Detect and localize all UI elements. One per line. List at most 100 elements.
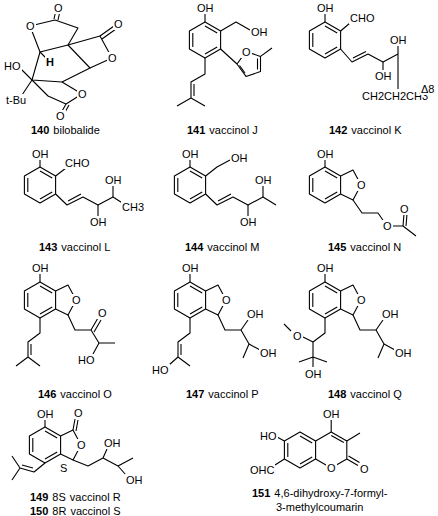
atom-label: OH <box>125 474 144 486</box>
compound-caption: 141 vaccinol J <box>187 124 258 137</box>
atom-label: OH <box>246 308 265 320</box>
compound-number: 151 <box>252 487 270 499</box>
compound-number: 144 <box>185 241 203 253</box>
atom-label: OH <box>316 2 335 14</box>
atom-label: OH <box>316 262 335 274</box>
compound-name: vaccinol O <box>60 388 111 400</box>
atom-label: OH <box>103 437 122 449</box>
compound-caption: 151 4,6-dihydroxy-7-formyl- <box>252 487 387 500</box>
atom-label: OH <box>181 262 200 274</box>
atom-label: OH <box>381 308 400 320</box>
atom-label: O <box>55 110 66 122</box>
compound-name: bilobalide <box>53 124 99 136</box>
atom-label: O <box>382 220 393 232</box>
compound-number: 150 <box>30 505 48 516</box>
atom-label: S <box>59 462 68 474</box>
compound-name: vaccinol K <box>351 124 401 136</box>
atom-label: O <box>399 203 410 215</box>
compound-name: vaccinol Q <box>350 388 401 400</box>
atom-label: O <box>71 294 82 306</box>
atom-label: OH <box>36 408 55 420</box>
atom-label: HO <box>3 60 22 72</box>
compound-name: vaccinol J <box>209 124 257 136</box>
atom-label: OH <box>394 347 413 359</box>
atom-label: t-Bu <box>5 94 27 106</box>
atom-label: O <box>53 2 64 14</box>
compound-name: vaccinol R <box>70 491 121 503</box>
atom-label: CH2CH2CH3 <box>361 90 429 102</box>
compound-caption: 140 bilobalide <box>31 124 100 137</box>
atom-label: CHO <box>64 157 90 169</box>
compound-name: 4,6-dihydroxy-7-formyl- <box>274 487 387 499</box>
atom-label: O <box>241 46 252 58</box>
vaccinol-r-s-structure <box>12 419 133 480</box>
vaccinol-q-structure <box>284 274 395 367</box>
atom-label: CHO <box>349 12 375 24</box>
compound-caption: 148 vaccinol Q <box>328 388 402 401</box>
compound-number: 141 <box>187 124 205 136</box>
atom-label: O <box>356 179 367 191</box>
compound-number: 143 <box>39 241 57 253</box>
atom-label: O <box>221 294 232 306</box>
coumarin-structure <box>275 420 360 468</box>
compound-caption: 144 vaccinol M <box>185 241 259 254</box>
atom-label: H <box>45 56 55 68</box>
atom-label: O <box>77 88 88 100</box>
atom-label: O <box>76 439 87 451</box>
atom-label: OHC <box>249 464 275 476</box>
atom-label: OH <box>259 347 278 359</box>
compound-caption: 145 vaccinol N <box>328 241 401 254</box>
atom-label: O <box>356 294 367 306</box>
vaccinol-o-structure <box>16 274 115 366</box>
atom-label: OH <box>254 174 273 186</box>
compound-name: 3-methylcoumarin <box>276 501 363 513</box>
compound-caption: 143 vaccinol L <box>39 241 110 254</box>
atom-label: OH <box>196 2 215 14</box>
compound-number: 140 <box>31 124 49 136</box>
atom-label: OH <box>31 148 50 160</box>
atom-label: OH <box>31 262 50 274</box>
atom-label: OH <box>230 152 249 164</box>
atom-label: OH <box>304 368 323 380</box>
atom-label: O <box>73 407 84 419</box>
compound-caption: 142 vaccinol K <box>329 124 402 137</box>
compound-number: 145 <box>328 241 346 253</box>
vaccinol-p-structure <box>169 274 260 366</box>
atom-label: HO <box>151 364 170 376</box>
atom-label: O <box>107 52 118 64</box>
atom-label: OH <box>316 148 335 160</box>
compound-number: 146 <box>38 388 56 400</box>
atom-label: OH <box>389 34 408 46</box>
compound-name: vaccinol P <box>208 388 258 400</box>
vaccinol-j-structure <box>177 13 272 106</box>
compound-number: 148 <box>328 388 346 400</box>
atom-label: OH <box>250 26 269 38</box>
atom-label: O <box>25 20 36 32</box>
compound-caption: 3-methylcoumarin <box>276 501 363 514</box>
bilobalide-structure <box>20 10 116 114</box>
compound-name: vaccinol N <box>350 241 401 253</box>
atom-label: OH <box>374 70 393 82</box>
compound-name: 8R <box>52 505 66 516</box>
vaccinol-n-structure <box>309 160 416 236</box>
vaccinol-k-structure <box>309 13 398 89</box>
atom-label: O <box>113 18 124 30</box>
compound-caption: 150 8R vaccinol S <box>30 505 121 516</box>
compound-name: vaccinol S <box>70 505 120 516</box>
atom-label: O <box>292 330 303 342</box>
vaccinol-m-structure <box>174 160 276 216</box>
atom-label: OH <box>239 216 258 228</box>
compound-number: 142 <box>329 124 347 136</box>
compound-name: vaccinol L <box>61 241 110 253</box>
atom-label: OH <box>104 174 123 186</box>
atom-label: HO <box>259 430 278 442</box>
atom-label: O <box>97 307 108 319</box>
atom-label: O <box>359 463 370 475</box>
atom-label: Δ8 <box>420 83 435 95</box>
atom-label: OH <box>181 148 200 160</box>
compound-name: vaccinol M <box>207 241 259 253</box>
compound-name: 8S <box>52 491 65 503</box>
compound-caption: 1498Svaccinol R <box>30 491 121 504</box>
